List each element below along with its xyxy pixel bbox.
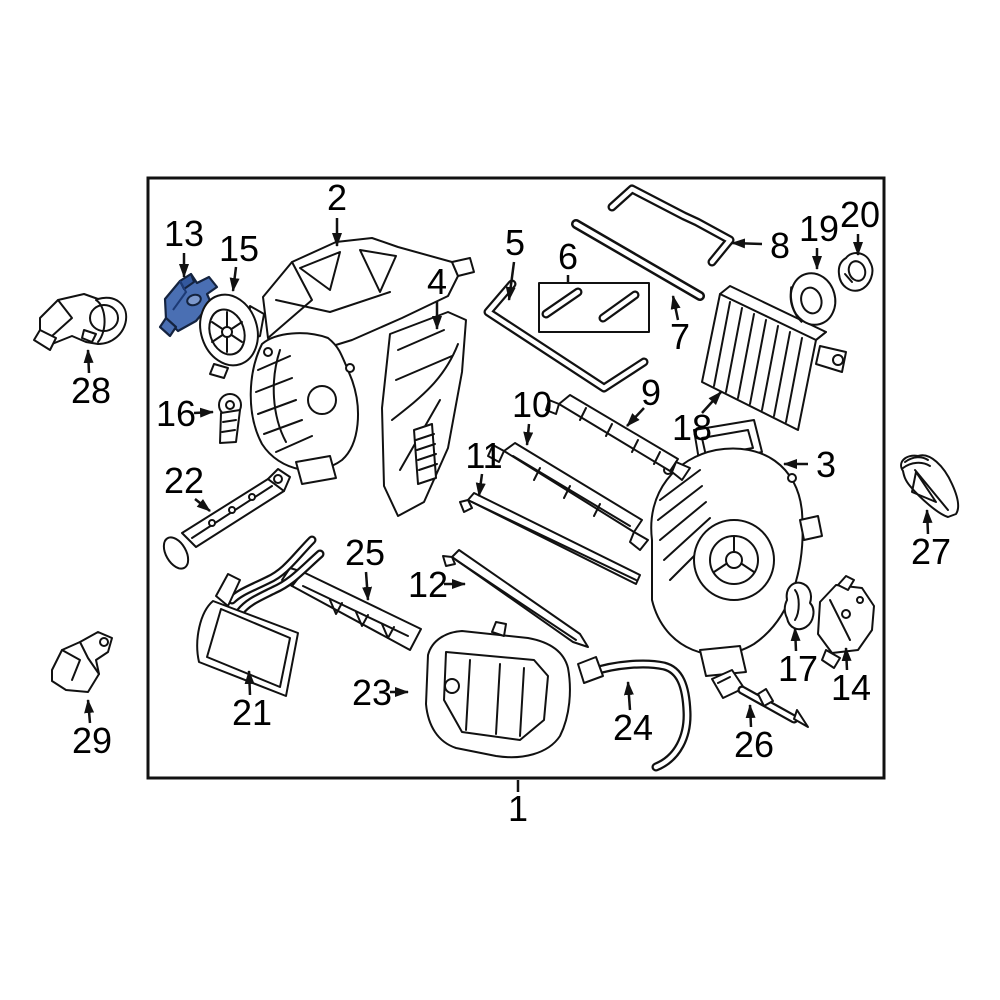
diagram-frame bbox=[146, 176, 886, 780]
callout-label-15: 15 bbox=[219, 228, 259, 269]
part-21-drawing bbox=[196, 535, 325, 697]
part-19-drawing bbox=[789, 272, 837, 326]
callout-label-25: 25 bbox=[345, 532, 385, 573]
callout-label-12: 12 bbox=[408, 564, 448, 605]
callout-label-8: 8 bbox=[770, 225, 790, 266]
callout-labels: 1 2 3 4 5 6 7 8 9 10 11 12 13 14 15 16 1… bbox=[71, 177, 951, 829]
part-17-drawing bbox=[783, 581, 815, 631]
part-24-drawing bbox=[577, 656, 692, 772]
callout-label-16: 16 bbox=[156, 393, 196, 434]
part-27-drawing bbox=[900, 454, 960, 518]
part-20-drawing bbox=[837, 252, 874, 292]
part-29-drawing bbox=[51, 631, 113, 693]
callout-label-27: 27 bbox=[911, 531, 951, 572]
callout-label-20: 20 bbox=[840, 194, 880, 235]
callout-label-28: 28 bbox=[71, 370, 111, 411]
callout-label-14: 14 bbox=[831, 667, 871, 708]
part-8-drawing bbox=[607, 184, 735, 267]
callout-label-2: 2 bbox=[327, 177, 347, 218]
callout-label-18: 18 bbox=[672, 407, 712, 448]
part-10-drawing bbox=[487, 442, 649, 551]
part-6-drawing bbox=[538, 282, 650, 333]
callout-label-23: 23 bbox=[352, 672, 392, 713]
part-26-drawing bbox=[711, 669, 809, 728]
part-16-drawing bbox=[218, 393, 242, 444]
callout-label-10: 10 bbox=[512, 384, 552, 425]
part-25-drawing bbox=[281, 567, 422, 651]
part-5-drawing bbox=[483, 279, 649, 393]
callout-label-6: 6 bbox=[558, 236, 578, 277]
part-7-drawing bbox=[571, 219, 705, 301]
part-28-drawing bbox=[33, 293, 128, 351]
part-12-drawing bbox=[442, 549, 589, 648]
callout-label-17: 17 bbox=[778, 648, 818, 689]
part-4-drawing bbox=[381, 311, 467, 517]
callout-label-11: 11 bbox=[465, 435, 502, 476]
callout-label-4: 4 bbox=[427, 261, 447, 302]
blower-scroll-drawing bbox=[249, 332, 359, 485]
callout-label-9: 9 bbox=[641, 372, 661, 413]
callout-label-26: 26 bbox=[734, 724, 774, 765]
callout-label-5: 5 bbox=[505, 222, 525, 263]
part-14-drawing bbox=[817, 575, 875, 669]
callout-label-13: 13 bbox=[164, 213, 204, 254]
part-23-drawing bbox=[425, 621, 571, 759]
frame-border bbox=[146, 176, 886, 780]
callout-label-7: 7 bbox=[670, 316, 690, 357]
callout-label-19: 19 bbox=[799, 208, 839, 249]
callout-label-1: 1 bbox=[508, 788, 528, 829]
part-3-drawing bbox=[650, 419, 823, 677]
part-22-drawing bbox=[162, 468, 291, 570]
callout-label-24: 24 bbox=[613, 707, 653, 748]
part-9-drawing bbox=[545, 394, 691, 481]
callout-label-22: 22 bbox=[164, 460, 204, 501]
callout-leaders bbox=[83, 218, 933, 792]
part-13-drawing-highlighted bbox=[158, 272, 219, 338]
part-15-drawing bbox=[199, 293, 265, 379]
part-18-drawing bbox=[701, 285, 847, 431]
callout-label-3: 3 bbox=[816, 444, 836, 485]
callout-label-29: 29 bbox=[72, 720, 112, 761]
part-11-drawing bbox=[459, 492, 641, 585]
callout-label-21: 21 bbox=[232, 692, 272, 733]
part-2-drawing bbox=[262, 237, 475, 357]
